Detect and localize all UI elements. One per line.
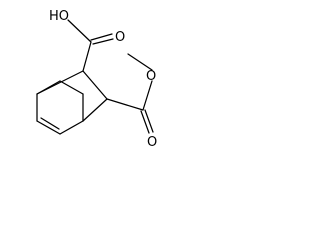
bicyclic-ring-skeleton: [36, 70, 108, 135]
bond-c6-carboxyl-c: [82, 41, 92, 72]
bond-carboxyl-c-o-double-2: [92, 38, 114, 45]
bond-carboxyl-c-oh: [67, 19, 92, 43]
ester-o-label: O: [146, 69, 156, 84]
bond-c3-c4: [36, 120, 61, 135]
hydroxyl-label: HO: [49, 9, 69, 24]
bond-carboxyl-c-o-double-1: [90, 33, 113, 41]
carbonyl-o-bottom-label: O: [147, 135, 157, 150]
bond-c7-bridgehead2: [82, 98, 108, 122]
bond-c7-ester-c: [106, 98, 144, 111]
bond-c3-c4-double: [40, 117, 60, 130]
methyl-ester-group: O O: [106, 53, 157, 150]
bond-c4-bridgehead2: [59, 120, 84, 135]
chemical-structure: HO O O O: [36, 9, 157, 150]
bond-bridgehead1-c6: [36, 70, 84, 95]
carboxylic-acid-group: HO O: [49, 9, 125, 72]
bond-ester-c-o-double-1: [140, 110, 150, 134]
bond-ester-c-o-double-2: [144, 109, 154, 133]
bond-ester-c-o-single: [142, 80, 153, 111]
carbonyl-o-top-label: O: [115, 30, 125, 45]
bond-c5-c2: [59, 80, 84, 95]
bond-ester-o-methyl: [127, 53, 153, 71]
bond-c6-c7: [82, 70, 108, 100]
